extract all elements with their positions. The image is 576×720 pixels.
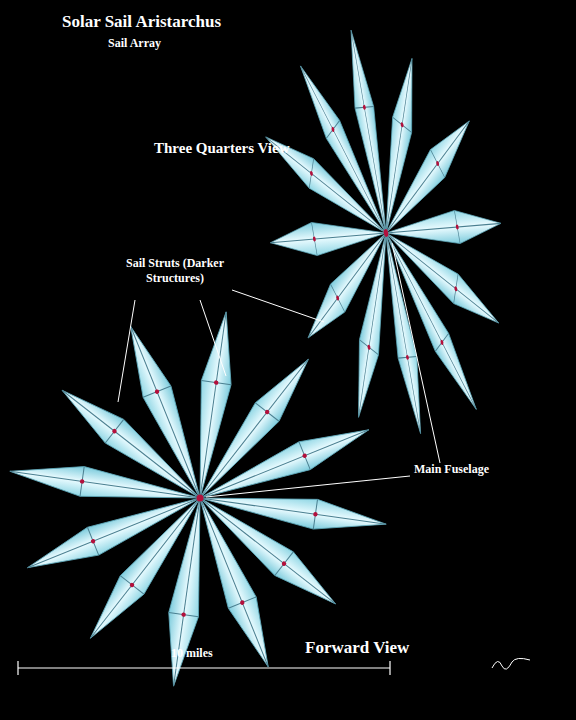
strut-node — [80, 479, 85, 484]
sail-strut — [143, 386, 171, 397]
subtitle: Sail Array — [108, 36, 161, 51]
sail-strut — [200, 498, 268, 667]
sail-blade — [186, 492, 282, 672]
sail-strut — [275, 552, 293, 576]
sail-strut — [200, 430, 369, 498]
strut-node — [455, 224, 459, 229]
strut-node — [302, 453, 308, 459]
sail-strut — [87, 527, 98, 555]
sail-strut — [131, 326, 200, 498]
signature — [492, 658, 530, 669]
sail-strut — [80, 467, 84, 497]
sail-strut — [331, 284, 345, 312]
sail-strut — [105, 419, 123, 443]
strut-node — [436, 160, 440, 167]
sail-blade — [379, 107, 477, 247]
sail-strut — [201, 380, 231, 384]
view-label: Forward View — [305, 638, 409, 658]
three-quarter-view-array — [230, 7, 541, 457]
strut-node — [214, 380, 219, 385]
strut-node — [281, 561, 287, 567]
scale-bar — [18, 661, 390, 675]
forward-view-array — [8, 310, 388, 688]
sail-strut — [435, 333, 448, 351]
strut-node — [454, 286, 457, 293]
strut-node — [400, 122, 403, 129]
sail-panel — [22, 484, 206, 581]
sail-blade — [342, 29, 396, 233]
strut-node — [129, 582, 135, 588]
main-fuselage — [383, 229, 389, 238]
sail-strut — [312, 222, 318, 255]
sail-panel — [377, 232, 430, 434]
strut-node — [363, 105, 367, 110]
sail-strut — [386, 223, 501, 233]
strut-node — [154, 389, 160, 395]
sail-strut — [28, 498, 200, 568]
sail-strut — [228, 597, 256, 608]
sail-blade — [159, 496, 215, 688]
sail-panel — [186, 492, 282, 672]
sail-blade — [22, 484, 206, 581]
callout-label: Main Fuselage — [414, 462, 489, 477]
sail-blade — [377, 232, 430, 434]
sail-blade — [117, 321, 214, 504]
sail-strut — [359, 340, 378, 355]
sail-strut — [120, 576, 144, 594]
sail-panel — [379, 107, 477, 247]
strut-node — [264, 409, 270, 415]
sail-strut — [255, 403, 279, 421]
strut-node — [331, 126, 335, 133]
sail-strut — [169, 613, 199, 617]
sail-strut — [386, 233, 421, 434]
sail-strut — [454, 210, 460, 243]
strut-node — [90, 538, 96, 544]
sail-strut — [386, 121, 469, 233]
sail-panel — [117, 321, 214, 504]
sail-panel — [342, 29, 396, 233]
sail-strut — [431, 150, 445, 178]
strut-node — [313, 236, 317, 241]
sail-strut — [309, 159, 313, 188]
sail-strut — [313, 499, 317, 529]
strut-node — [406, 355, 410, 360]
strut-node — [181, 612, 186, 617]
sail-blade — [194, 416, 374, 512]
strut-node — [313, 512, 318, 517]
strut-node — [310, 170, 313, 177]
strut-node — [336, 295, 340, 302]
scale-label: 10 miles — [171, 646, 213, 661]
sail-strut — [299, 442, 310, 470]
diagram-title: Solar Sail Aristarchus — [62, 12, 221, 32]
sail-strut — [351, 30, 386, 233]
sail-strut — [454, 274, 458, 303]
sail-strut — [326, 120, 339, 138]
sail-panel — [194, 416, 374, 512]
strut-node — [440, 339, 444, 346]
view-label: Three Quarters View — [154, 140, 290, 157]
main-fuselage — [197, 495, 204, 502]
sail-strut — [393, 117, 412, 132]
strut-node — [367, 344, 370, 351]
sail-panel — [8, 456, 202, 512]
callout-label: Sail Struts (Darker Structures) — [120, 256, 230, 286]
sail-strut — [270, 233, 386, 243]
strut-node — [111, 428, 117, 434]
strut-node — [239, 600, 245, 606]
sail-blade — [8, 456, 202, 512]
leader-lines — [118, 243, 440, 497]
sail-panel — [159, 496, 215, 688]
